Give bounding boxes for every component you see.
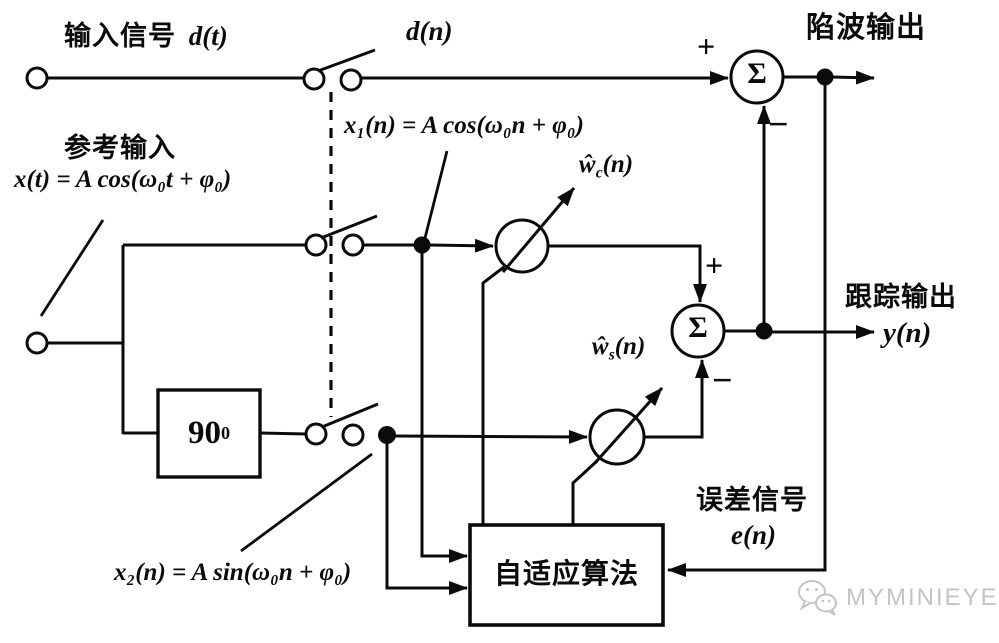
wire-x1-to-multiplier bbox=[428, 238, 494, 253]
reference-formula-label: x(t) = A cos(ω₀t + φ₀) bbox=[14, 166, 232, 193]
wire-weight-sin-control bbox=[571, 459, 599, 525]
summer2-plus-sign: + bbox=[705, 247, 724, 283]
watermark: MYMINIEYE bbox=[797, 579, 999, 617]
tracking-output-label: 跟踪输出 bbox=[845, 282, 957, 312]
wire-x2-feed-to-algorithm bbox=[385, 442, 468, 595]
input-signal-label: 输入信号 d(t) bbox=[64, 22, 228, 50]
wire-phase-box-to-switch bbox=[259, 431, 307, 436]
x1-formula-label: x₁(n) = A cos(ω₀n + φ₀) bbox=[344, 112, 584, 139]
phase-shift-value: 90 bbox=[187, 415, 221, 452]
wire-error-feedback bbox=[667, 84, 827, 577]
weight-sin-args: (n) bbox=[614, 333, 646, 360]
reference-input-terminal bbox=[25, 331, 49, 355]
sampler-switch-bottom-left-contact bbox=[304, 422, 328, 446]
phase-shift-exponent: 0 bbox=[220, 422, 231, 443]
junction-dot-x1 bbox=[413, 236, 431, 254]
sampler-switch-top-right-contact bbox=[339, 68, 363, 92]
wire-multiplier-cos-to-summer2 bbox=[548, 244, 707, 303]
summer1-plus-sign: + bbox=[697, 28, 716, 64]
pointer-x1-label bbox=[423, 150, 449, 239]
wire-x1-feed-to-algorithm bbox=[420, 252, 468, 563]
wechat-icon bbox=[798, 580, 837, 616]
wire-weight-cos-control bbox=[481, 265, 505, 525]
weight-sin-label: ŵs(n) bbox=[592, 333, 646, 364]
sampler-switch-top-arm bbox=[317, 48, 376, 73]
dn-label: d(n) bbox=[406, 16, 453, 46]
en-label: e(n) bbox=[731, 520, 776, 550]
sampler-switch-mid-left-contact bbox=[304, 233, 328, 257]
primary-input-terminal bbox=[25, 66, 49, 90]
weight-sin-base: ŵ bbox=[592, 333, 609, 360]
reference-input-label: 参考输入 bbox=[64, 133, 176, 163]
x2-formula-label: x₂(n) = A sin(ω₀n + φ₀) bbox=[114, 559, 352, 586]
sampler-switch-bottom-arm bbox=[321, 402, 379, 429]
error-signal-label: 误差信号 bbox=[696, 485, 808, 515]
adaptive-algorithm-label: 自适应算法 bbox=[493, 559, 639, 591]
weight-cos-label: ŵc(n) bbox=[579, 151, 634, 182]
sampler-switch-mid-right-contact bbox=[341, 233, 365, 257]
weight-cos-sub: c bbox=[595, 164, 603, 182]
summer1-sigma: Σ bbox=[747, 57, 767, 90]
pointer-x2-label bbox=[240, 452, 373, 553]
notch-output-label: 陷波输出 bbox=[806, 12, 927, 44]
watermark-text: MYMINIEYE bbox=[846, 584, 999, 611]
junction-dot-yn bbox=[755, 322, 773, 340]
junction-dot-x2 bbox=[378, 426, 396, 444]
multiplier-sin-slash-arrow bbox=[593, 387, 664, 464]
sampler-switch-bottom-right-contact bbox=[341, 423, 365, 447]
wire-notch-output-arrow bbox=[831, 70, 875, 85]
summer2-minus-sign: − bbox=[712, 360, 733, 400]
weight-cos-base: ŵ bbox=[579, 151, 596, 178]
multiplier-cos-slash-arrow bbox=[501, 187, 576, 273]
junction-dot-notch-output bbox=[816, 68, 834, 86]
yn-label: y(n) bbox=[883, 317, 932, 349]
adaptive-algorithm-box bbox=[468, 523, 665, 627]
summer2-sigma: Σ bbox=[688, 311, 708, 344]
sampler-switch-mid-arm bbox=[320, 214, 378, 240]
pointer-reference-input bbox=[39, 219, 105, 317]
summer1-minus-sign: − bbox=[768, 104, 789, 144]
input-signal-math: d(t) bbox=[188, 21, 228, 51]
wire-multiplier-sin-to-summer2 bbox=[644, 359, 709, 439]
weight-sin-sub: s bbox=[608, 346, 615, 364]
weight-cos-args: (n) bbox=[602, 151, 634, 178]
sampler-switch-top-left-contact bbox=[302, 67, 326, 91]
wire-x2-to-multiplier bbox=[393, 429, 588, 444]
input-signal-text: 输入信号 bbox=[64, 21, 176, 51]
